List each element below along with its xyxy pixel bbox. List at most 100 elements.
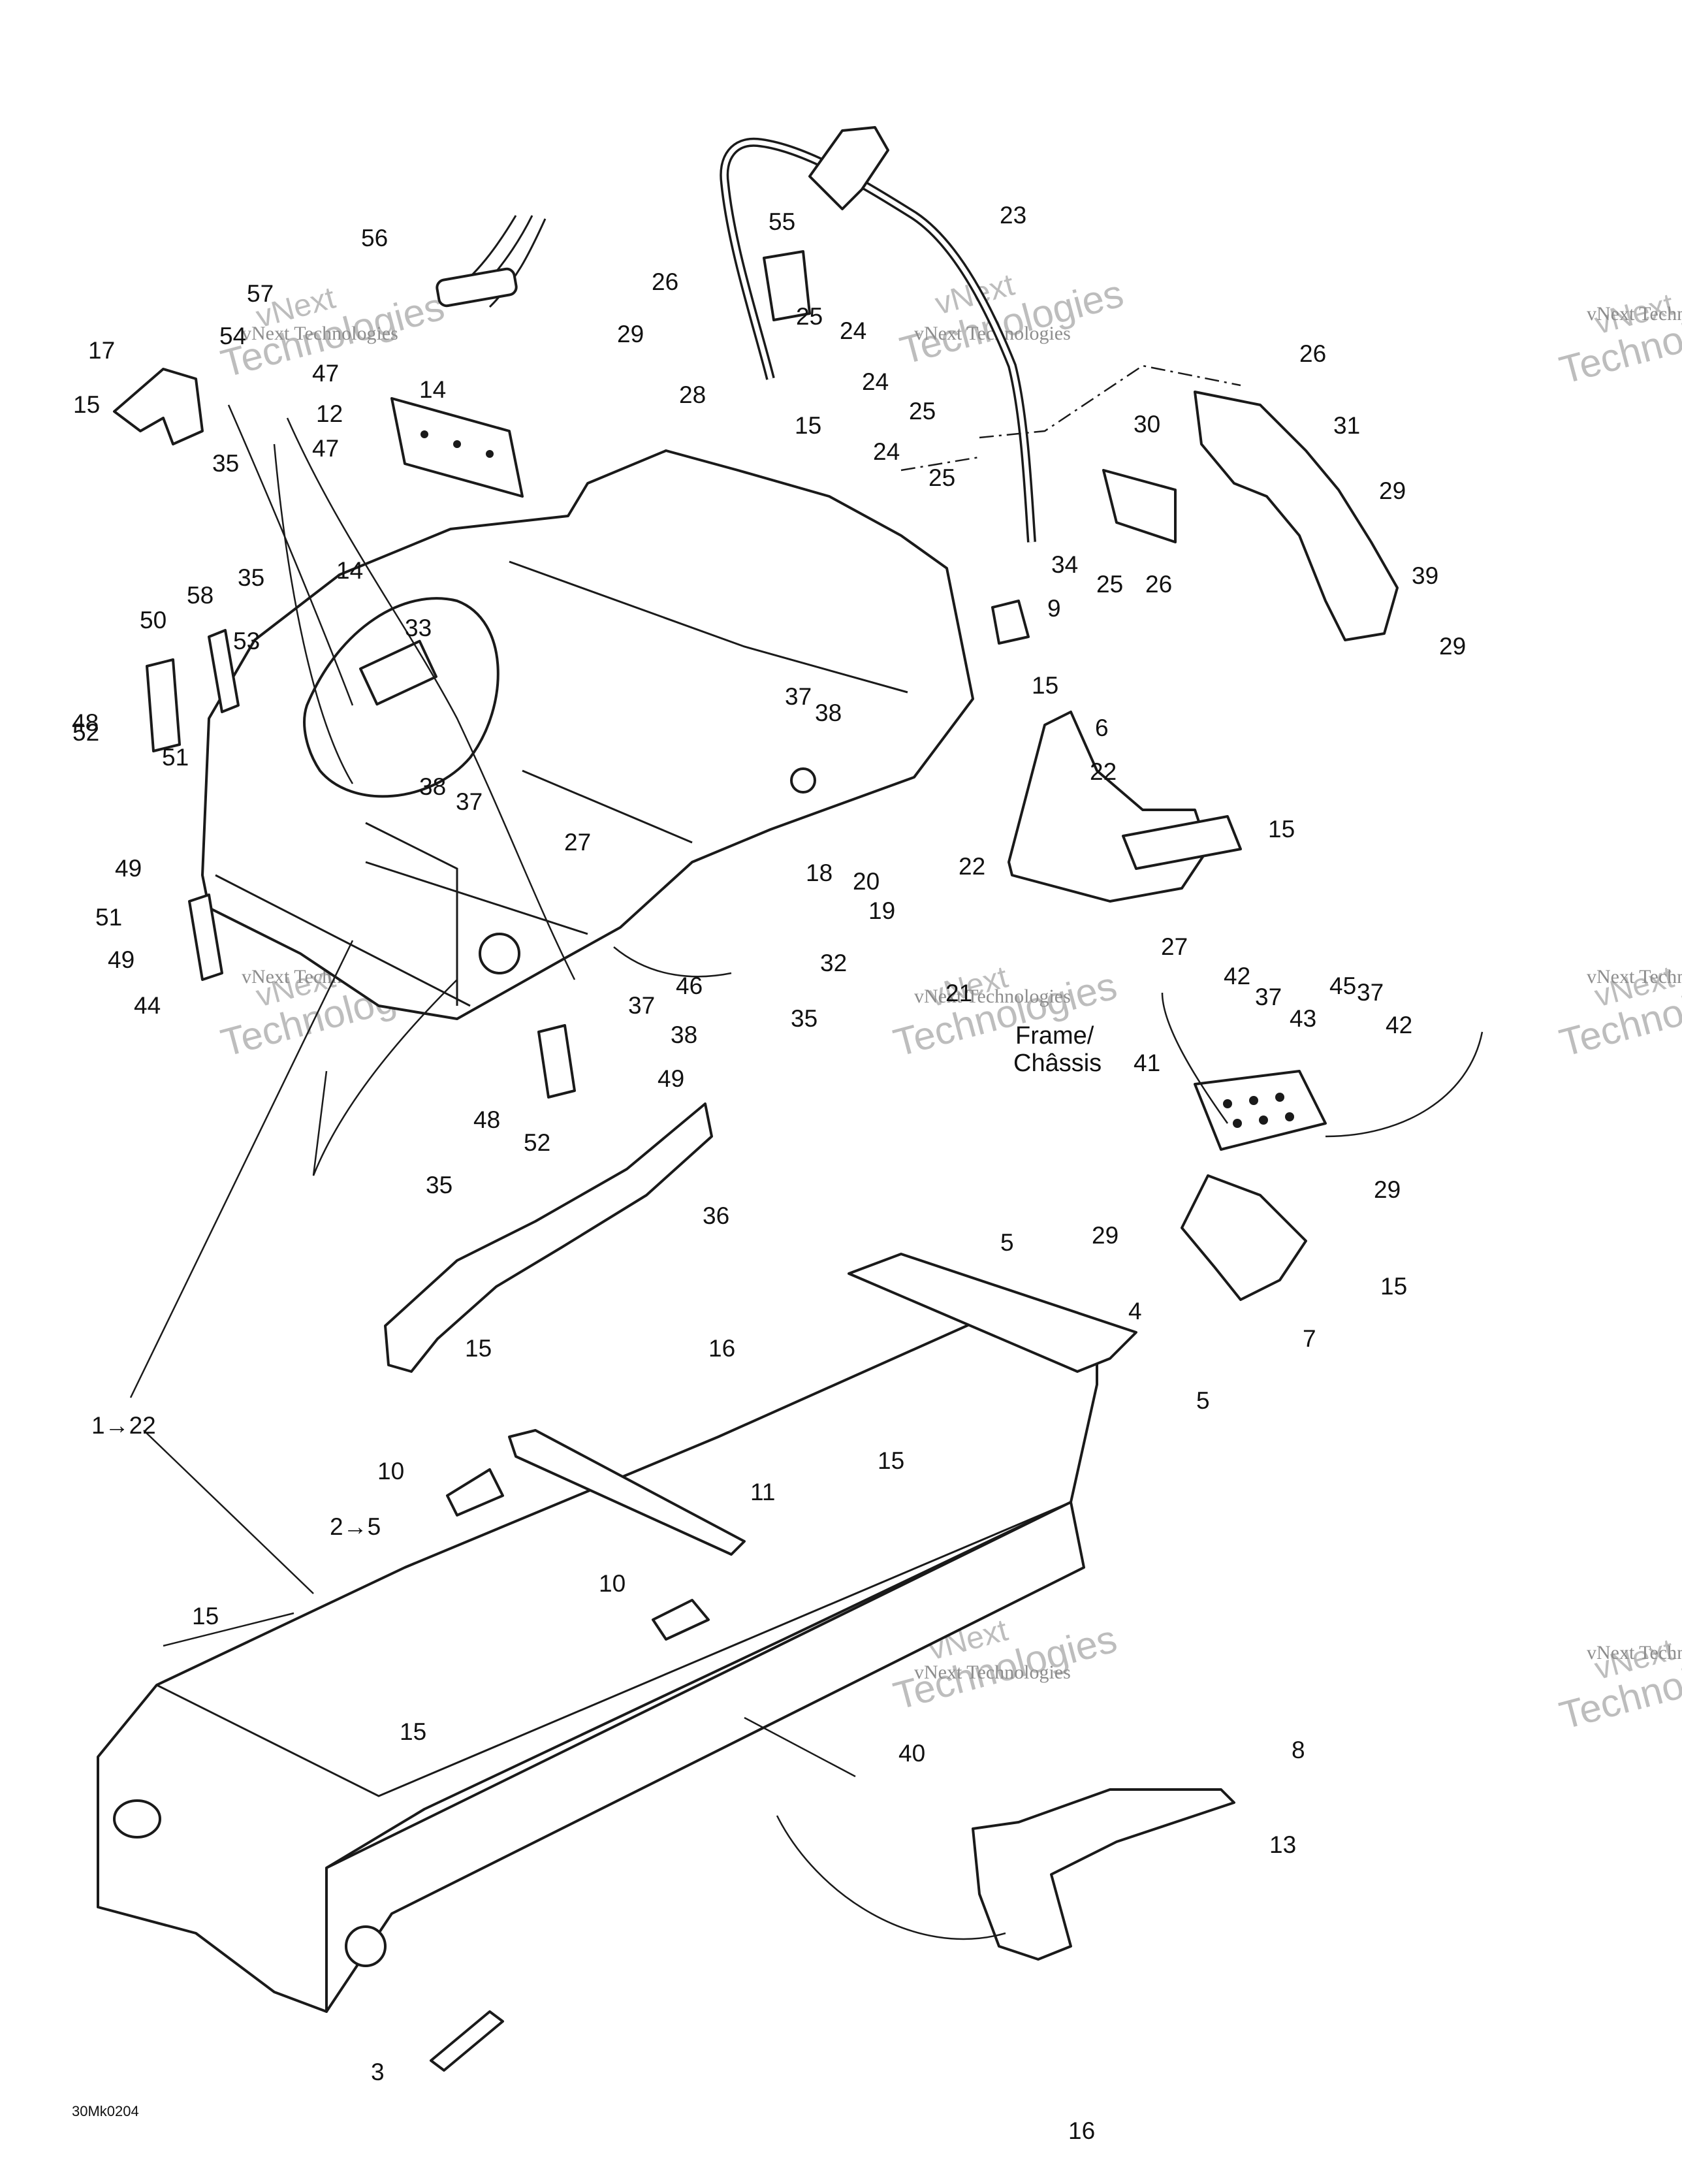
callout-number: 7 [1303,1325,1316,1352]
watermark-text: vNext Technologies [1587,303,1682,325]
callout-number: 47 [312,360,339,387]
leader-lines [129,364,1484,1940]
bracket-31 [1194,391,1399,641]
callout-number: 26 [652,268,678,295]
bracket-7 [1181,1174,1307,1301]
callout-number: 15 [1032,672,1058,699]
callout-number: 29 [1092,1222,1119,1249]
callout-number: 10 [377,1458,404,1485]
callout-number: 50 [140,607,167,634]
callout-number: 5 [1000,1229,1014,1256]
tunnel-side [325,1501,1085,2013]
callout-number: 35 [426,1172,452,1198]
upper-frame-floor [215,822,471,1007]
callout-number: 15 [465,1335,492,1362]
callout-number: 4 [1128,1298,1142,1325]
upper-frame-tunnel [365,560,908,935]
callout-number: 18 [806,859,833,886]
callout-number: 36 [703,1202,729,1229]
callout-number: 28 [679,381,706,408]
callout-number: 37 [1357,979,1384,1006]
callout-number: 33 [405,615,432,641]
callout-number: 47 [312,435,339,462]
callout-number: 39 [1412,562,1438,589]
callout-number: 34 [1051,551,1078,578]
callout-number: 14 [336,557,363,584]
callout-number: 24 [840,317,866,344]
frame-label-line1: Frame/ [1015,1022,1094,1050]
callout-number: 37 [785,683,812,710]
callout-number: 13 [1269,1831,1296,1858]
callout-number: 35 [238,564,264,591]
callout-number: 6 [1095,715,1109,741]
bracket-9 [991,600,1030,645]
bracket-10 [446,1468,504,1517]
callout-number: 27 [564,829,591,856]
callout-number: 15 [73,391,100,418]
callout-number: 10 [599,1570,626,1597]
callout-number: 51 [95,904,122,931]
callout-number: 14 [419,376,446,403]
plate-34 [1102,469,1177,543]
callout-number: 52 [524,1129,550,1156]
callout-number: 45 [1329,972,1356,999]
callout-number: 16 [708,1335,735,1362]
callout-number: 15 [1268,816,1295,843]
callout-number: 16 [1068,2117,1095,2144]
upper-frame [201,449,974,1020]
callout-number: 24 [873,438,900,465]
bracket-58 [208,629,240,713]
bracket-55 [763,250,811,321]
callout-number: 31 [1333,412,1360,439]
bracket-10b [652,1599,710,1641]
callout-number: 20 [853,868,880,895]
callout-number: 44 [134,992,161,1019]
watermark-text: vNext Technologies [1587,1642,1682,1663]
callout-number: 46 [676,972,703,999]
watermark-text: vNext Technologies [1587,966,1682,988]
callout-number: 35 [212,450,239,477]
callout-number: 38 [419,773,446,800]
callout-number: 17 [88,337,115,364]
callout-number: 25 [928,464,955,491]
upper-frame-window [303,597,500,798]
frame-label-line2: Châssis [1013,1050,1102,1077]
callout-number: 29 [1439,633,1466,660]
callout-number: 49 [108,946,135,973]
bracket-50 [146,658,181,752]
bracket-33 [359,639,437,706]
callout-number: 42 [1224,963,1250,989]
callout-number: 58 [187,582,214,609]
callout-number: 38 [815,699,842,726]
callout-number: 48 [473,1106,500,1133]
callout-number: 57 [247,280,274,307]
callout-number: 11 [750,1479,775,1505]
tunnel [97,1298,1098,2013]
callout-number: 3 [371,2059,385,2085]
crossmember-11 [508,1429,746,1556]
callout-number: 25 [909,398,936,425]
callout-number: 35 [791,1005,817,1032]
bracket-6-spindle [1122,815,1242,870]
tunnel-top-line [156,1501,1071,1797]
callout-number: 1→22 [91,1412,156,1439]
callout-number: 12 [316,400,343,427]
callout-number: 15 [192,1603,219,1630]
watermark-text: vNext Technologies [914,986,1071,1007]
callout-number: 29 [617,321,644,347]
callout-number: 22 [1090,758,1117,785]
drawing-code: 30Mk0204 [72,2103,139,2119]
parts-drawing [97,126,1399,2072]
steering-bracket [808,126,889,210]
callout-number: 27 [1161,933,1188,960]
callout-number: 26 [1145,571,1172,598]
callout-number: 42 [1386,1012,1412,1038]
callout-number: 19 [868,897,895,924]
bracket-17 [113,368,204,445]
callout-number: 25 [796,303,823,330]
skid-plate-41 [1194,1070,1327,1151]
callout-number: 5 [1196,1387,1210,1414]
beam-36 [384,1102,713,1373]
callout-number: 15 [795,412,821,439]
